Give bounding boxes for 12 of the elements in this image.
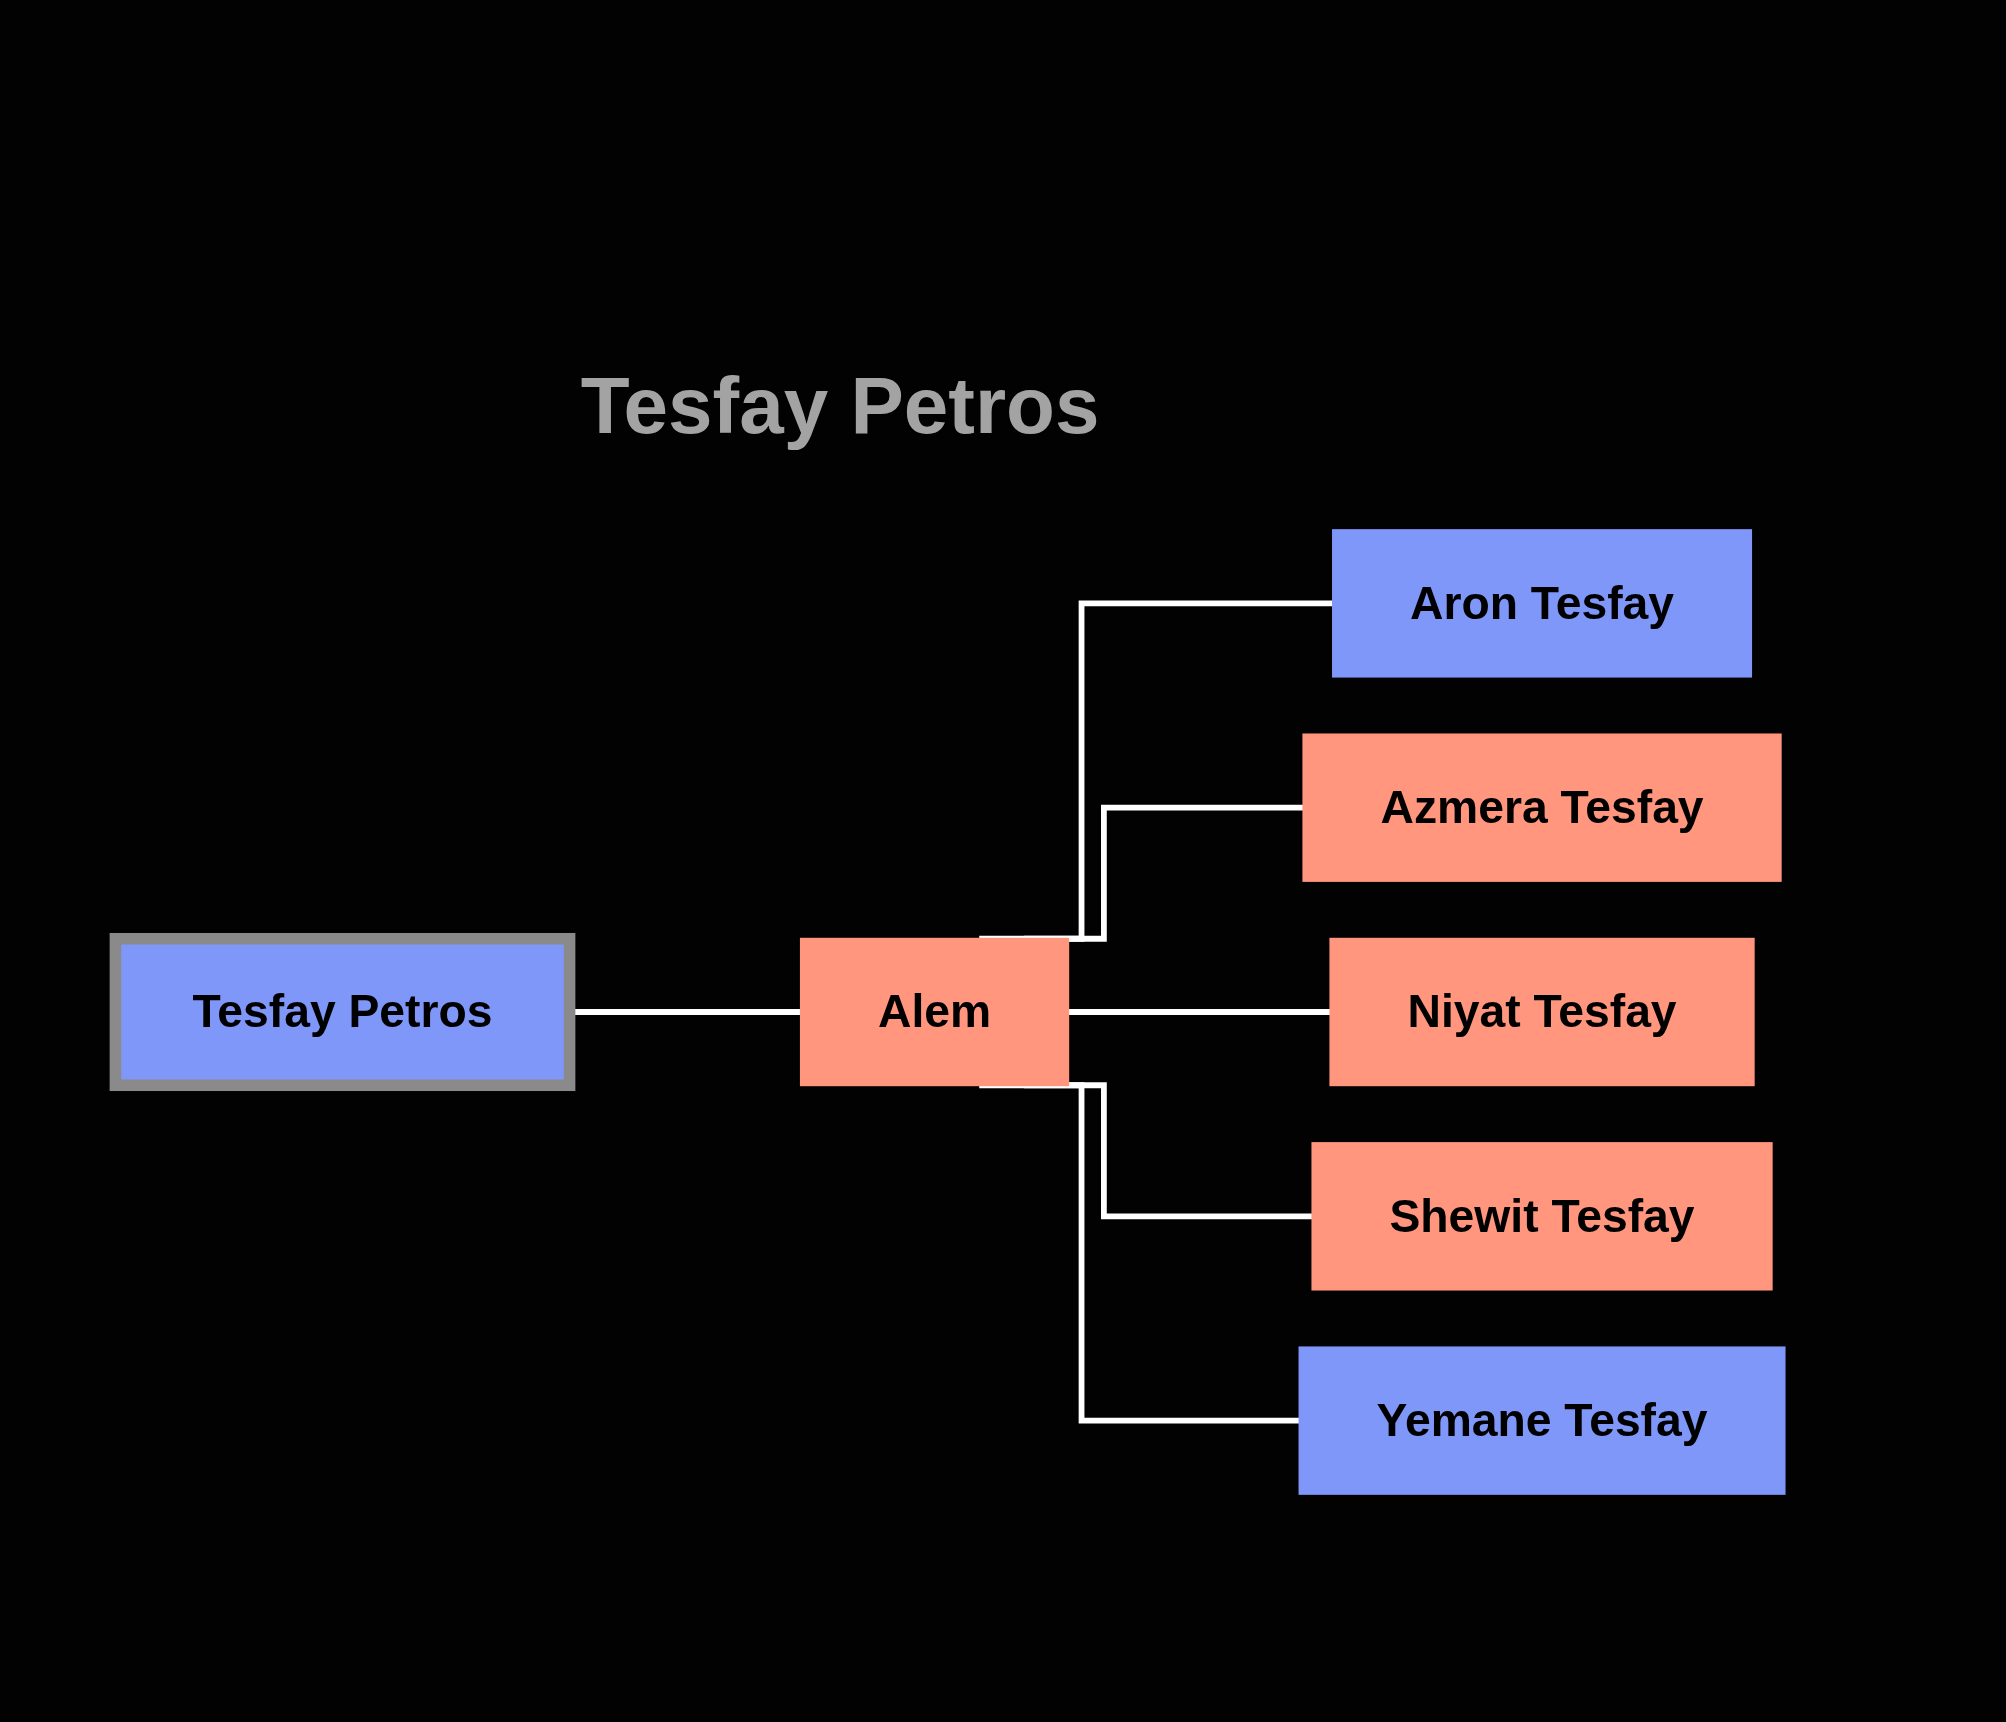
connector [1023, 804, 1304, 942]
node-box: Niyat Tesfay [1329, 937, 1755, 1087]
node-box: Alem [799, 937, 1070, 1087]
connector [1068, 1009, 1331, 1015]
node-box: Yemane Tesfay [1298, 1346, 1786, 1495]
node-box: Aron Tesfay [1332, 529, 1753, 678]
connector [979, 600, 1333, 942]
connector [979, 1082, 1300, 1424]
node-box: Tesfay Petros [109, 932, 576, 1092]
title: Tesfay Petros [579, 360, 1101, 452]
node-box: Shewit Tesfay [1311, 1142, 1773, 1291]
node-box: Azmera Tesfay [1302, 733, 1782, 882]
